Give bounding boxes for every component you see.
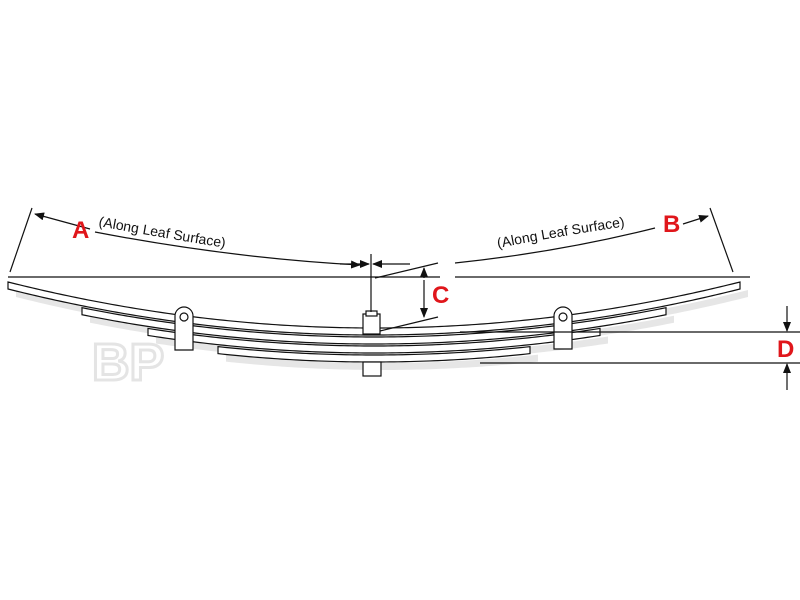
leaf-shadow [226,354,538,370]
note-a: (Along Leaf Surface) [98,213,227,250]
leaf-3 [147,327,601,354]
note-b: (Along Leaf Surface) [496,214,626,251]
label-b: B [663,211,680,238]
extension-line-a [9,207,33,273]
leaf-4 [217,345,531,363]
dimension-lines [8,207,800,390]
rebound-clip-right [553,306,573,350]
watermark-logo: BP [92,334,164,392]
extension-line-c-bottom [379,316,439,332]
extension-line-c-top [374,262,439,279]
leaf-2 [81,306,667,345]
arrow-b [682,214,709,225]
label-a: A [72,217,89,244]
label-c: C [432,282,449,309]
label-d: D [777,336,794,363]
rebound-clip-left [174,306,194,351]
arrow-a [34,212,91,230]
arc-a [94,231,361,269]
extension-line-b [709,207,734,273]
arc-b [454,227,656,264]
